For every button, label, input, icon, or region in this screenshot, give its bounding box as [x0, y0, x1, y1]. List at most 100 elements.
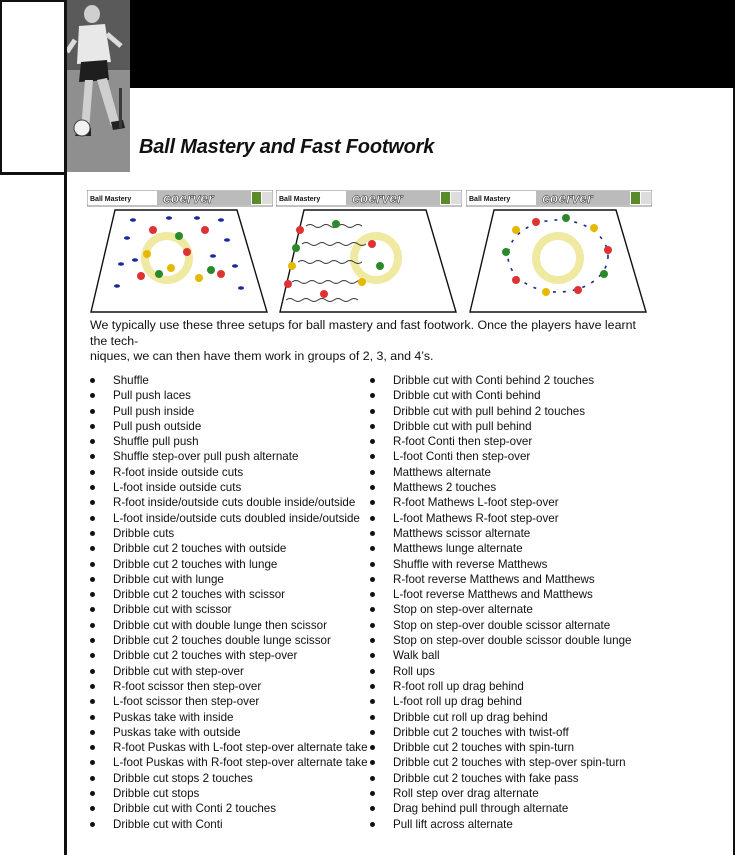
drill-name: R-foot Conti then step-over	[393, 435, 533, 449]
bullet-icon	[370, 821, 375, 827]
drill-name: Matthews 2 touches	[393, 481, 497, 495]
drill-name: Dribble cut with Conti behind 2 touches	[393, 374, 595, 387]
drill-name: Dribble cut with scissor	[113, 603, 232, 617]
bullet-icon	[90, 745, 95, 751]
bullet-icon	[90, 714, 95, 720]
bullet-icon	[370, 500, 375, 506]
drill-name: Drag behind pull through alternate	[393, 802, 569, 816]
watermark-icon	[141, 232, 193, 284]
bullet-icon	[370, 745, 375, 751]
intro-paragraph: We typically use these three setups for …	[90, 318, 650, 365]
drill-name: Puskas take with outside	[113, 725, 241, 739]
bullet-icon	[90, 653, 95, 659]
field-outline	[90, 209, 268, 313]
bullet-icon	[90, 378, 95, 383]
drill-name: Dribble cut 2 touches with fake pass	[393, 771, 579, 785]
bullet-icon	[370, 439, 375, 445]
bullet-icon	[370, 561, 375, 567]
bullet-icon	[90, 760, 95, 766]
adidas-icon	[451, 192, 461, 204]
bullet-icon	[90, 546, 95, 552]
bullet-icon	[370, 423, 375, 429]
drill-name: R-foot reverse Matthews and Matthews	[393, 572, 595, 586]
cone-circle	[507, 219, 609, 293]
drill-name: Shuffle pull push	[113, 435, 199, 449]
page-title: Ball Mastery and Fast Footwork	[139, 136, 435, 158]
drill-name: Dribble cut with pull behind	[393, 419, 532, 433]
drill-name: Pull push outside	[113, 419, 202, 433]
bullet-icon	[90, 485, 95, 491]
drill-name: L-foot scissor then step-over	[113, 695, 260, 709]
bullet-icon	[370, 653, 375, 659]
page-border-left	[0, 0, 2, 175]
bullet-icon	[90, 576, 95, 582]
drill-name: Shuffle step-over pull push alternate	[113, 450, 299, 464]
header-rule	[0, 172, 66, 175]
drill-name: Shuffle	[113, 374, 149, 387]
bullet-icon	[90, 683, 95, 689]
intro-line: We typically use these three setups for …	[90, 318, 636, 348]
cones	[114, 216, 244, 290]
bullet-icon	[370, 408, 375, 414]
bullet-icon	[90, 393, 95, 399]
drill-name: Stop on step-over alternate	[393, 603, 533, 617]
bullet-icon	[90, 500, 95, 506]
drill-name: R-foot roll up drag behind	[393, 679, 524, 693]
player-photo	[67, 0, 130, 172]
bullet-icon	[90, 668, 95, 674]
bullet-icon	[370, 668, 375, 674]
bullet-icon	[90, 423, 95, 429]
bullet-icon	[90, 699, 95, 705]
badge-icon	[441, 192, 450, 204]
drill-name: Walk ball	[393, 649, 440, 663]
diagram-label: Ball Mastery	[90, 196, 131, 203]
players	[502, 214, 612, 296]
drill-name: Dribble cut 2 touches with lunge	[113, 557, 278, 571]
drill-name: Dribble cut with Conti	[113, 817, 223, 831]
drill-name: Dribble cut 2 touches with step-over spi…	[393, 756, 626, 770]
bullet-icon	[90, 775, 95, 781]
drill-name: Pull push inside	[113, 404, 195, 418]
drill-name: Dribble cut with step-over	[113, 664, 244, 678]
adidas-icon	[262, 192, 272, 204]
drill-name: L-foot roll up drag behind	[393, 695, 522, 709]
bullet-icon	[370, 393, 375, 399]
drill-name: Dribble cuts	[113, 526, 175, 540]
bullet-icon	[90, 530, 95, 536]
drill-name: Dribble cut with pull behind 2 touches	[393, 404, 586, 418]
watermark-icon	[350, 232, 402, 284]
bullet-icon	[370, 791, 375, 797]
drill-name: Roll ups	[393, 664, 435, 678]
bullet-icon	[90, 439, 95, 445]
soccer-player-image	[67, 0, 130, 172]
bullet-icon	[90, 408, 95, 414]
adidas-icon	[641, 192, 651, 204]
drill-name: Pull lift across alternate	[393, 817, 513, 831]
drill-name: Dribble cut 2 touches with spin-turn	[393, 741, 575, 755]
diagram-circle-setup: Ball Mastery coerver	[466, 190, 652, 314]
bullet-icon	[90, 592, 95, 598]
bullet-icon	[370, 546, 375, 552]
drill-name: Matthews scissor alternate	[393, 526, 531, 540]
bullet-icon	[370, 515, 375, 521]
drill-name: Matthews lunge alternate	[393, 542, 523, 556]
bullet-icon	[370, 454, 375, 460]
drill-name: Dribble cut with double lunge then sciss…	[113, 618, 327, 632]
bullet-icon	[90, 622, 95, 628]
drill-name: Dribble cut stops	[113, 787, 200, 801]
watermark-icon	[532, 232, 584, 284]
drill-name: Roll step over drag alternate	[393, 787, 539, 801]
drill-name: R-foot inside outside cuts	[113, 465, 244, 479]
bullet-icon	[90, 791, 95, 797]
bullet-icon	[90, 729, 95, 735]
drill-name: Dribble cut roll up drag behind	[393, 710, 548, 724]
intro-line: niques, we can then have them work in gr…	[90, 349, 434, 363]
bullet-icon	[370, 729, 375, 735]
drill-name: R-foot inside/outside cuts double inside…	[113, 496, 356, 510]
diagram-label: Ball Mastery	[469, 196, 510, 203]
sidebar-rule	[64, 0, 67, 855]
diagram-lanes-setup: Ball Mastery coerver	[276, 190, 462, 314]
coerver-logo: coerver	[352, 190, 404, 206]
page-border-right	[733, 0, 735, 855]
bullet-icon	[370, 378, 375, 383]
